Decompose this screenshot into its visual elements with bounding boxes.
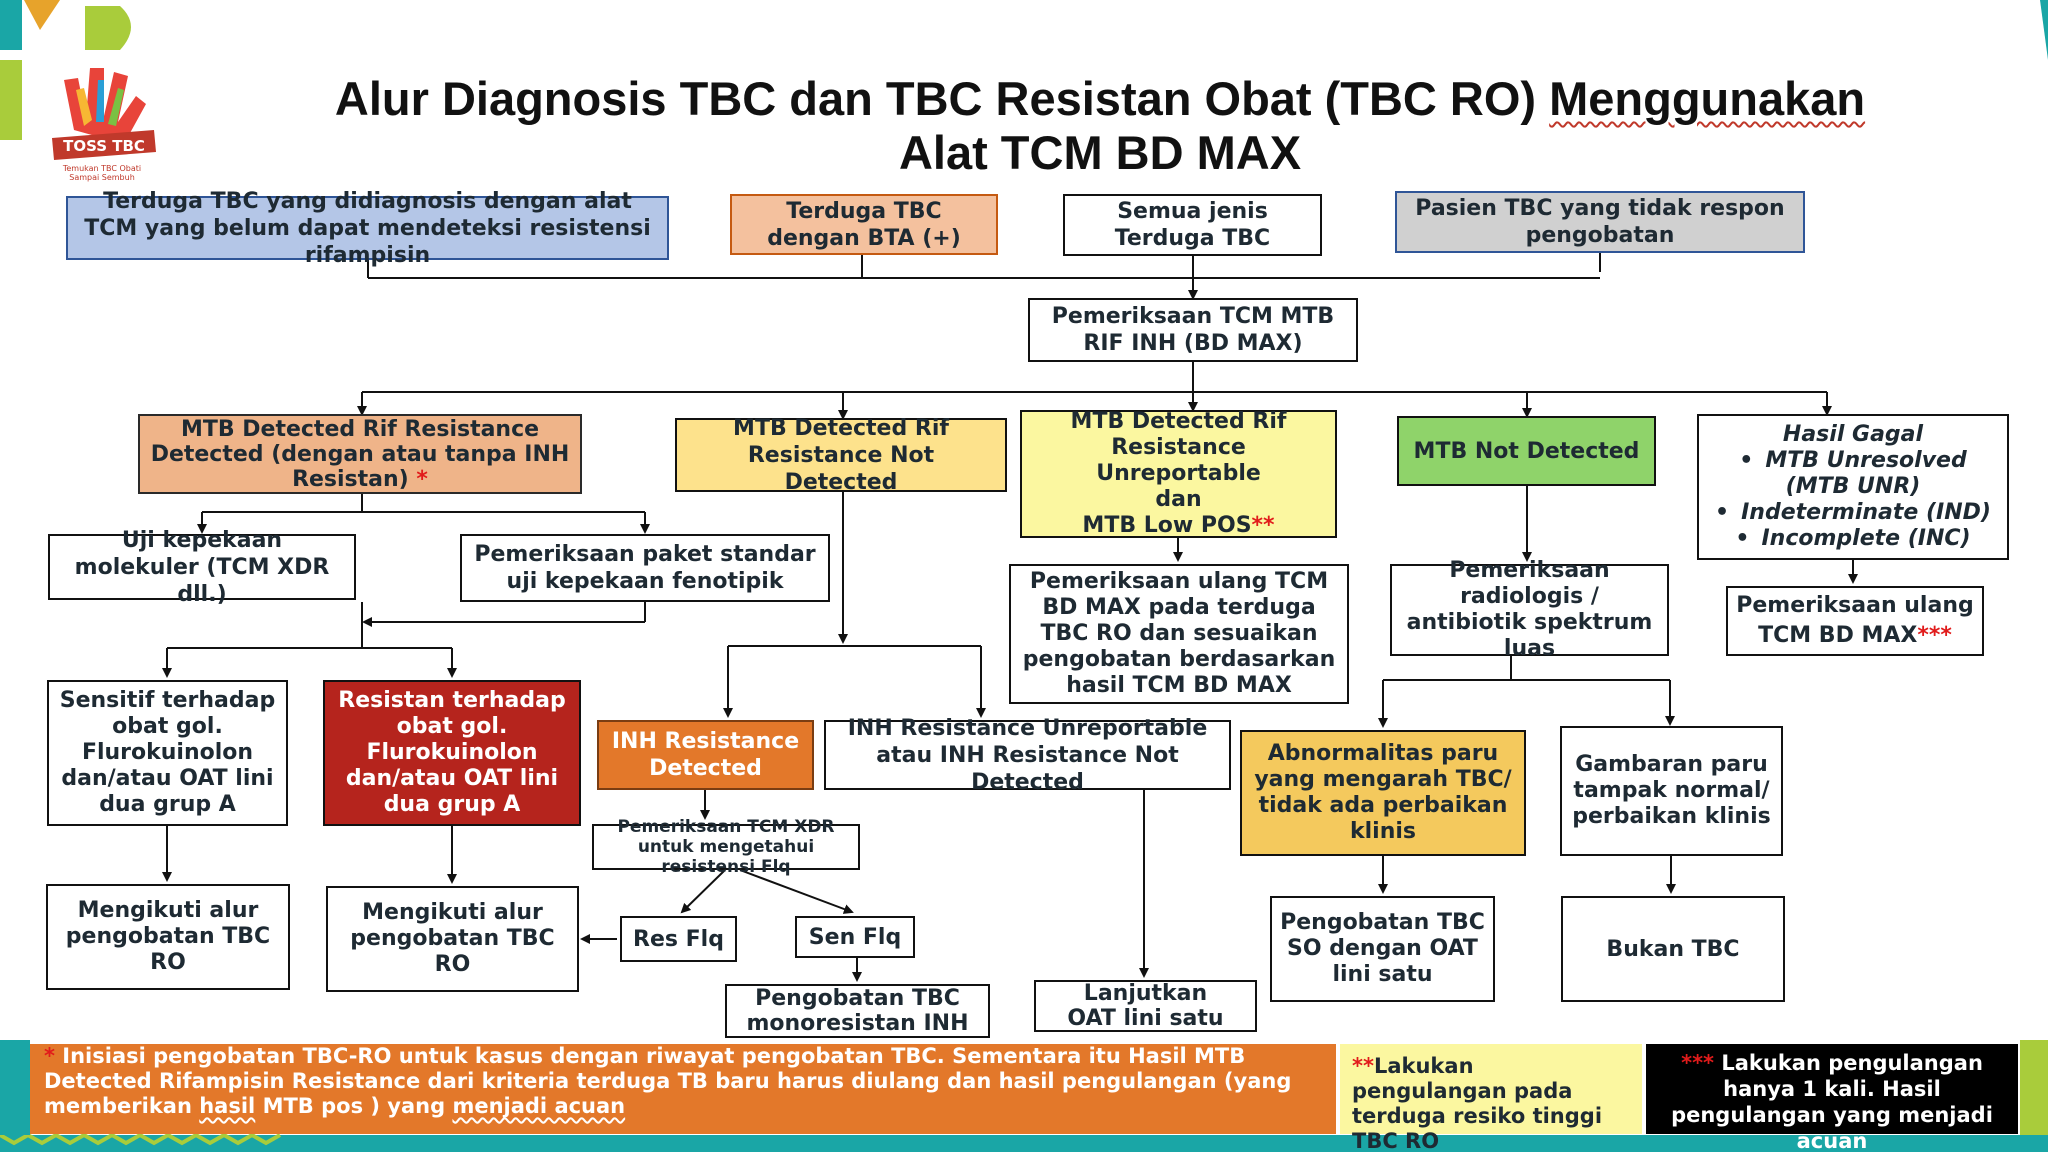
box-bukan-tbc: Bukan TBC — [1561, 896, 1785, 1002]
mono-inh-label: Pengobatan TBC monoresistan INH — [746, 986, 969, 1036]
abnormal-label: Abnormalitas paru yang mengarah TBC/ tid… — [1254, 741, 1512, 844]
footer-orange-word-hasil: hasil — [199, 1094, 256, 1118]
box-paru-normal: Gambaran paru tampak normal/ perbaikan k… — [1560, 726, 1783, 856]
box-ulang-gagal: Pemeriksaan ulang TCM BD MAX*** — [1726, 586, 1984, 656]
box-rif-not-detected: MTB Detected Rif Resistance Not Detected — [675, 416, 1007, 495]
footer-orange-mark: * — [44, 1044, 55, 1068]
box-rif-unreportable: MTB Detected Rif Resistance Unreportable… — [1020, 409, 1337, 538]
inh-unrep-label: INH Resistance Unreportable atau INH Res… — [847, 715, 1208, 795]
footer-yellow-text: Lakukan pengulangan pada terduga resiko … — [1352, 1054, 1603, 1153]
gagal-item: Incomplete (INC) — [1707, 526, 1999, 552]
alur-ro-1-label: Mengikuti alur pengobatan TBC RO — [65, 898, 271, 975]
inh-detected-label: INH Resistance Detected — [611, 729, 800, 781]
box-sen-flq: Sen Flq — [795, 916, 915, 958]
title-line2: Alat TCM BD MAX — [898, 126, 1302, 179]
box-xdr-flq: Pemeriksaan TCM XDR untuk mengetahui res… — [592, 817, 860, 877]
gagal-item: Indeterminate (IND) — [1707, 500, 1999, 526]
logo-subtext: Temukan TBC Obati Sampai Sembuh — [62, 164, 142, 182]
sensitif-label: Sensitif terhadap obat gol. Flurokuinolo… — [59, 688, 276, 817]
box-terduga-bta-label: Terduga TBC dengan BTA (+) — [767, 198, 961, 251]
rif-res-mark: * — [416, 466, 428, 492]
box-ulang-bd-max: Pemeriksaan ulang TCM BD MAX pada terdug… — [1009, 564, 1349, 704]
resistan-label: Resistan terhadap obat gol. Flurokuinolo… — [338, 688, 566, 817]
sen-flq-label: Sen Flq — [808, 924, 902, 950]
box-inh-unreportable: INH Resistance Unreportable atau INH Res… — [824, 716, 1231, 795]
box-rif-resistance-detected: MTB Detected Rif Resistance Detected (de… — [138, 414, 582, 494]
corner-decoration — [0, 0, 2048, 140]
box-semua-terduga-label: Semua jenis Terduga TBC — [1114, 199, 1271, 251]
footer-note-black: *** Lakukan pengulangan hanya 1 kali. Ha… — [1646, 1044, 2018, 1153]
box-radiologis: Pemeriksaan radiologis / antibiotik spek… — [1390, 558, 1669, 661]
footer-yellow-mark: ** — [1352, 1054, 1374, 1078]
footer-orange-text-2: MTB pos ) yang — [255, 1094, 453, 1118]
box-alur-ro-1: Mengikuti alur pengobatan TBC RO — [46, 884, 290, 990]
ulang-gagal-label: Pemeriksaan ulang TCM BD MAX — [1736, 593, 1974, 648]
box-res-flq: Res Flq — [620, 916, 737, 962]
not-detected-label: MTB Not Detected — [1413, 438, 1640, 464]
normal-label: Gambaran paru tampak normal/ perbaikan k… — [1572, 752, 1771, 829]
box-terduga-tcm: Terduga TBC yang didiagnosis dengan alat… — [66, 189, 669, 268]
box-pengobatan-so: Pengobatan TBC SO dengan OAT lini satu — [1270, 896, 1495, 1002]
xdr-flq-label: Pemeriksaan TCM XDR untuk mengetahui res… — [617, 817, 835, 877]
footer-orange-text-1: Inisiasi pengobatan TBC-RO untuk kasus d… — [44, 1044, 1292, 1118]
box-pemeriksaan-tcm-label: Pemeriksaan TCM MTB RIF INH (BD MAX) — [1051, 304, 1335, 356]
box-uji-molekuler: Uji kepekaan molekuler (TCM XDR dll.) — [48, 528, 356, 607]
box-paket-standar: Pemeriksaan paket standar uji kepekaan f… — [460, 534, 830, 602]
so-oat-label: Pengobatan TBC SO dengan OAT lini satu — [1280, 910, 1485, 987]
gagal-item: MTB Unresolved (MTB UNR) — [1707, 448, 1999, 500]
box-semua-terduga: Semua jenis Terduga TBC — [1063, 194, 1322, 256]
bukan-label: Bukan TBC — [1606, 936, 1740, 962]
rif-unrep-mark: ** — [1251, 513, 1275, 538]
box-sensitif-flq: Sensitif terhadap obat gol. Flurokuinolo… — [47, 680, 288, 826]
ulang-bdmax-label: Pemeriksaan ulang TCM BD MAX pada terdug… — [1022, 569, 1336, 698]
box-alur-ro-2: Mengikuti alur pengobatan TBC RO — [326, 886, 579, 992]
lanjutkan-label: Lanjutkan OAT lini satu — [1067, 981, 1224, 1031]
box-inh-detected: INH Resistance Detected — [597, 720, 814, 790]
box-mtb-not-detected: MTB Not Detected — [1397, 416, 1656, 486]
alur-ro-2-label: Mengikuti alur pengobatan TBC RO — [350, 900, 555, 977]
title-word: Menggunakan — [1549, 72, 1866, 125]
footer-orange-word-acuan: menjadi acuan — [452, 1094, 626, 1118]
box-resistan-flq: Resistan terhadap obat gol. Flurokuinolo… — [323, 680, 581, 826]
rif-unrep-l3: MTB Low POS — [1082, 513, 1252, 538]
footer-note-yellow: **Lakukan pengulangan pada terduga resik… — [1340, 1044, 1642, 1153]
ulang-gagal-mark: *** — [1917, 623, 1952, 648]
page-title: Alur Diagnosis TBC dan TBC Resistan Obat… — [250, 72, 1950, 180]
box-abnormalitas-paru: Abnormalitas paru yang mengarah TBC/ tid… — [1240, 730, 1526, 856]
uji-molekuler-label: Uji kepekaan molekuler (TCM XDR dll.) — [74, 527, 330, 607]
box-mono-inh: Pengobatan TBC monoresistan INH — [725, 984, 990, 1038]
footer-black-text: Lakukan pengulangan hanya 1 kali. Hasil … — [1671, 1051, 1993, 1153]
box-hasil-gagal: Hasil Gagal MTB Unresolved (MTB UNR) Ind… — [1697, 414, 2009, 560]
title-line1: Alur Diagnosis TBC dan TBC Resistan Obat… — [334, 72, 1550, 125]
box-terduga-bta: Terduga TBC dengan BTA (+) — [730, 194, 998, 255]
radiologis-label: Pemeriksaan radiologis / antibiotik spek… — [1406, 558, 1653, 661]
paket-standar-label: Pemeriksaan paket standar uji kepekaan f… — [474, 542, 816, 594]
res-flq-label: Res Flq — [633, 926, 724, 952]
toss-tbc-logo-icon: TOSS TBC — [52, 68, 156, 160]
bottom-pattern — [0, 1040, 2048, 1152]
rif-unrep-l2: dan — [1155, 487, 1202, 512]
rif-unrep-l1: MTB Detected Rif Resistance Unreportable — [1070, 409, 1287, 486]
gagal-list: MTB Unresolved (MTB UNR) Indeterminate (… — [1707, 448, 1999, 552]
footer-black-mark: *** — [1681, 1051, 1715, 1075]
rif-res-label: MTB Detected Rif Resistance Detected (de… — [150, 416, 570, 492]
footer-note-orange: * Inisiasi pengobatan TBC-RO untuk kasus… — [30, 1044, 1336, 1134]
gagal-title: Hasil Gagal — [1782, 422, 1924, 447]
box-pemeriksaan-tcm: Pemeriksaan TCM MTB RIF INH (BD MAX) — [1028, 298, 1358, 362]
box-pasien-tidak-respon: Pasien TBC yang tidak respon pengobatan — [1395, 191, 1805, 253]
logo-text: TOSS TBC — [63, 137, 145, 155]
box-pasien-label: Pasien TBC yang tidak respon pengobatan — [1415, 196, 1785, 248]
box-lanjutkan-oat: Lanjutkan OAT lini satu — [1034, 980, 1257, 1032]
rif-not-label: MTB Detected Rif Resistance Not Detected — [733, 415, 949, 495]
box-terduga-tcm-label: Terduga TBC yang didiagnosis dengan alat… — [84, 188, 651, 268]
